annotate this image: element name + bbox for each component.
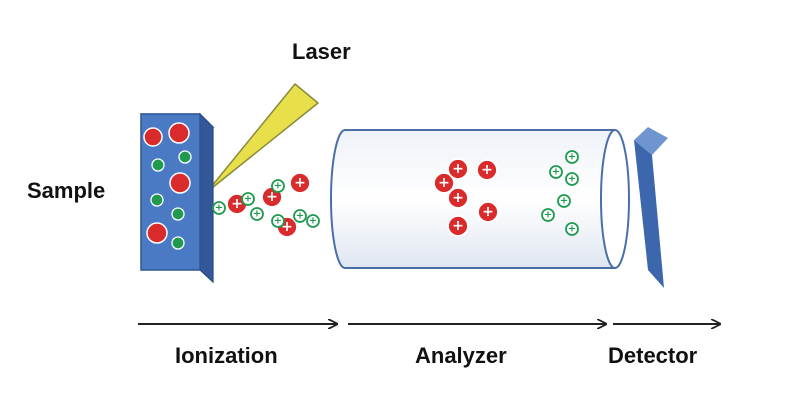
sample-small-particle <box>171 236 185 250</box>
ion-charge-sign: + <box>568 224 576 235</box>
small-positive-ion-icon: + <box>541 208 555 222</box>
small-positive-ion-icon: + <box>241 192 255 206</box>
large-positive-ion-icon: + <box>447 187 469 209</box>
sample-large-particle <box>168 122 190 144</box>
ion-charge-sign: + <box>452 190 464 206</box>
sample-small-particle <box>151 158 165 172</box>
small-positive-ion-icon: + <box>271 179 285 193</box>
ion-charge-sign: + <box>294 175 306 191</box>
sample-small-particle <box>171 207 185 221</box>
small-positive-ion-icon: + <box>557 194 571 208</box>
ion-charge-sign: + <box>568 152 576 163</box>
ion-charge-sign: + <box>281 219 293 235</box>
ionization-label: Ionization <box>175 343 278 368</box>
ion-charge-sign: + <box>266 189 278 205</box>
ion-charge-sign: + <box>274 216 282 227</box>
small-positive-ion-icon: + <box>250 207 264 221</box>
small-positive-ion-icon: + <box>212 201 226 215</box>
ion-charge-sign: + <box>568 174 576 185</box>
ion-charge-sign: + <box>244 194 252 205</box>
large-positive-ion-icon: + <box>433 172 455 194</box>
small-positive-ion-icon: + <box>306 214 320 228</box>
ion-charge-sign: + <box>544 210 552 221</box>
ion-charge-sign: + <box>309 216 317 227</box>
large-positive-ion-icon: + <box>289 172 311 194</box>
sample-small-particle <box>178 150 192 164</box>
ion-charge-sign: + <box>296 211 304 222</box>
ion-charge-sign: + <box>552 167 560 178</box>
large-positive-ion-icon: + <box>477 201 499 223</box>
sample-large-particle <box>143 127 163 147</box>
large-positive-ion-icon: + <box>447 158 469 180</box>
sample-label: Sample <box>27 178 105 203</box>
sample-small-particle <box>150 193 164 207</box>
laser-label: Laser <box>292 39 351 64</box>
analyzer-opening <box>600 129 630 269</box>
ion-charge-sign: + <box>438 175 450 191</box>
ion-charge-sign: + <box>482 204 494 220</box>
ion-charge-sign: + <box>560 196 568 207</box>
ion-charge-sign: + <box>452 218 464 234</box>
ion-charge-sign: + <box>253 209 261 220</box>
detector-plate-icon <box>634 127 668 288</box>
small-positive-ion-icon: + <box>565 172 579 186</box>
ion-charge-sign: + <box>231 196 243 212</box>
analyzer-tube <box>330 129 630 269</box>
ion-charge-sign: + <box>481 162 493 178</box>
small-positive-ion-icon: + <box>293 209 307 223</box>
small-positive-ion-icon: + <box>565 150 579 164</box>
small-positive-ion-icon: + <box>565 222 579 236</box>
ion-cloud: +++++++++++++++++++++++ <box>212 150 579 238</box>
ion-charge-sign: + <box>274 181 282 192</box>
large-positive-ion-icon: + <box>476 159 498 181</box>
small-positive-ion-icon: + <box>271 214 285 228</box>
laser-beam-icon <box>206 83 319 193</box>
sample-particles <box>143 122 192 250</box>
ion-charge-sign: + <box>452 161 464 177</box>
sample-large-particle <box>146 222 168 244</box>
large-positive-ion-icon: + <box>447 215 469 237</box>
sample-large-particle <box>169 172 191 194</box>
detector-label: Detector <box>608 343 698 368</box>
ion-charge-sign: + <box>215 203 223 214</box>
analyzer-label: Analyzer <box>415 343 507 368</box>
small-positive-ion-icon: + <box>549 165 563 179</box>
